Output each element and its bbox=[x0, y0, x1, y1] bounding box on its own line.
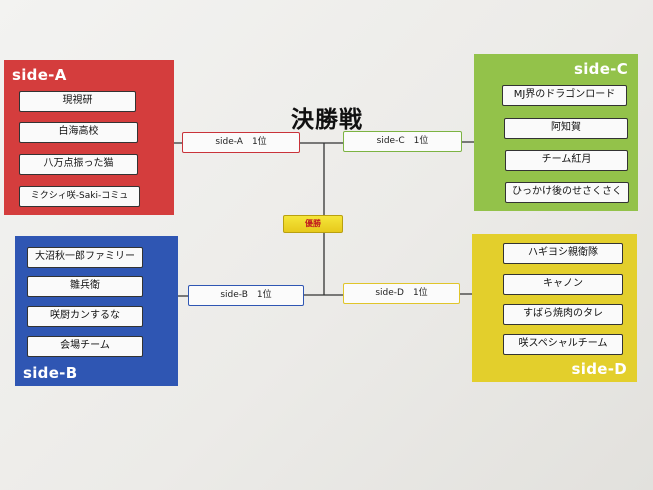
team-a4: ミクシィ咲-Saki-コミュ bbox=[19, 186, 140, 207]
team-c2: 阿知賀 bbox=[504, 118, 628, 139]
team-c3: チーム紅月 bbox=[505, 150, 628, 171]
team-b4: 会場チーム bbox=[27, 336, 143, 357]
seed-side-c: side-C 1位 bbox=[343, 131, 462, 152]
seed-side-d: side-D 1位 bbox=[343, 283, 460, 304]
team-c4: ひっかけ後のせさくさく bbox=[505, 182, 629, 203]
team-d4: 咲スペシャルチーム bbox=[503, 334, 623, 355]
team-a2: 白海高校 bbox=[19, 122, 138, 143]
team-b3: 咲厨カンするな bbox=[27, 306, 143, 327]
team-d2: キャノン bbox=[503, 274, 623, 295]
side-b-label: side-B bbox=[23, 364, 78, 382]
team-a1: 現視研 bbox=[19, 91, 136, 112]
side-d-label: side-D bbox=[571, 360, 627, 378]
champion-badge: 優勝 bbox=[283, 215, 343, 233]
team-a3: 八万点振った猫 bbox=[19, 154, 138, 175]
team-b2: 雛兵衛 bbox=[27, 276, 143, 297]
team-d3: すばら焼肉のタレ bbox=[503, 304, 623, 325]
team-d1: ハギヨシ親衛隊 bbox=[503, 243, 623, 264]
seed-side-b: side-B 1位 bbox=[188, 285, 304, 306]
side-c-label: side-C bbox=[573, 60, 628, 78]
side-a-label: side-A bbox=[12, 66, 67, 84]
team-c1: MJ界のドラゴンロード bbox=[502, 85, 627, 106]
page-title: 決勝戦 bbox=[291, 107, 363, 133]
seed-side-a: side-A 1位 bbox=[182, 132, 300, 153]
team-b1: 大沼秋一郎ファミリー bbox=[27, 247, 143, 268]
